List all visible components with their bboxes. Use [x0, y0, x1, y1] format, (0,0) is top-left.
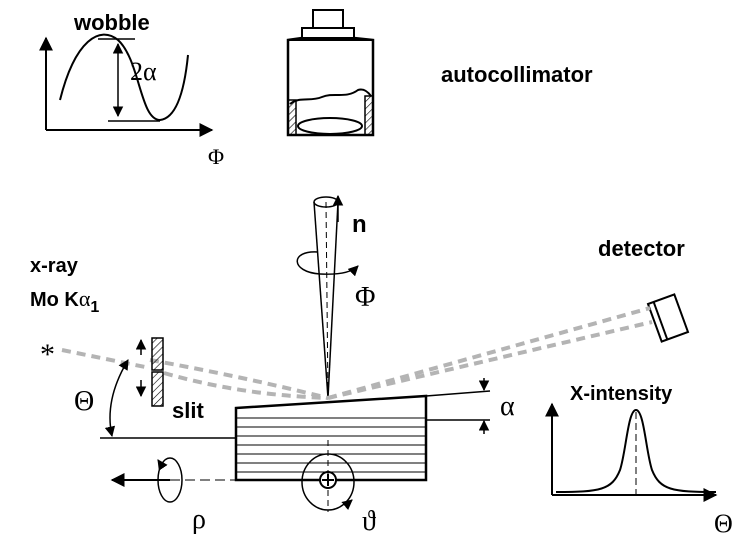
intensity-peak-curve	[555, 408, 717, 493]
detector-box	[646, 293, 690, 343]
autocollimator-cap	[301, 27, 355, 39]
normal-label: n	[352, 211, 367, 238]
cone-center-dashed	[325, 201, 329, 399]
wobble-sine-curve	[59, 33, 189, 122]
source-line1: x-ray	[30, 255, 79, 277]
vartheta-label: ϑ	[362, 506, 376, 537]
autocollimator-wavy-surface	[289, 88, 372, 105]
normal-phi-label: Φ	[355, 282, 375, 313]
wobble-plot: wobble 2α Φ	[39, 10, 224, 169]
normal-cone	[296, 194, 359, 399]
alpha-label: α	[500, 391, 515, 422]
wobble-axis-phi: Φ	[208, 144, 224, 169]
slit-lower-jaw	[151, 371, 164, 407]
rho-rotation-arrowhead	[157, 459, 168, 471]
incident-beam-after-slit	[163, 371, 329, 400]
theta-angle-arc	[104, 359, 129, 438]
crystal-outline	[234, 394, 428, 482]
intensity-axis-theta: Θ	[714, 509, 733, 538]
vartheta-rotation-arrowhead	[341, 499, 353, 511]
slit-label: slit	[172, 398, 204, 423]
autocollimator-right-wall	[364, 95, 374, 136]
rho-label: ρ	[192, 504, 206, 535]
cone-right-edge	[327, 201, 339, 399]
detector-body	[646, 293, 690, 343]
detector-window	[652, 301, 669, 340]
detector-label: detector	[598, 236, 685, 261]
autocollimator-eyepiece	[312, 9, 344, 29]
source-star: *	[40, 338, 55, 371]
slit-upper-jaw	[151, 337, 164, 371]
alpha-top-line	[425, 390, 491, 397]
incident-beam-upper-branch	[149, 358, 329, 400]
intensity-plot: X-intensity Θ	[545, 383, 733, 538]
incident-beam	[61, 348, 151, 370]
source-line2: Mo Kα1	[30, 286, 99, 316]
wobble-title: wobble	[73, 10, 150, 35]
theta-label: Θ	[74, 386, 94, 417]
cone-left-edge	[313, 201, 329, 399]
wobble-amplitude-label: 2α	[130, 57, 157, 86]
phi-rotation-arrow	[296, 251, 359, 277]
rho-rotation-ellipse	[157, 457, 183, 503]
autocollimator-lens	[297, 117, 363, 135]
crystal	[234, 394, 428, 482]
slit	[135, 337, 164, 407]
autocollimator	[286, 9, 375, 137]
autocollimator-label: autocollimator	[441, 62, 593, 87]
diffracted-beam	[327, 306, 651, 400]
autocollimator-left-wall	[287, 99, 297, 136]
intensity-title: X-intensity	[570, 383, 673, 405]
diffracted-beam-lower	[327, 320, 653, 400]
